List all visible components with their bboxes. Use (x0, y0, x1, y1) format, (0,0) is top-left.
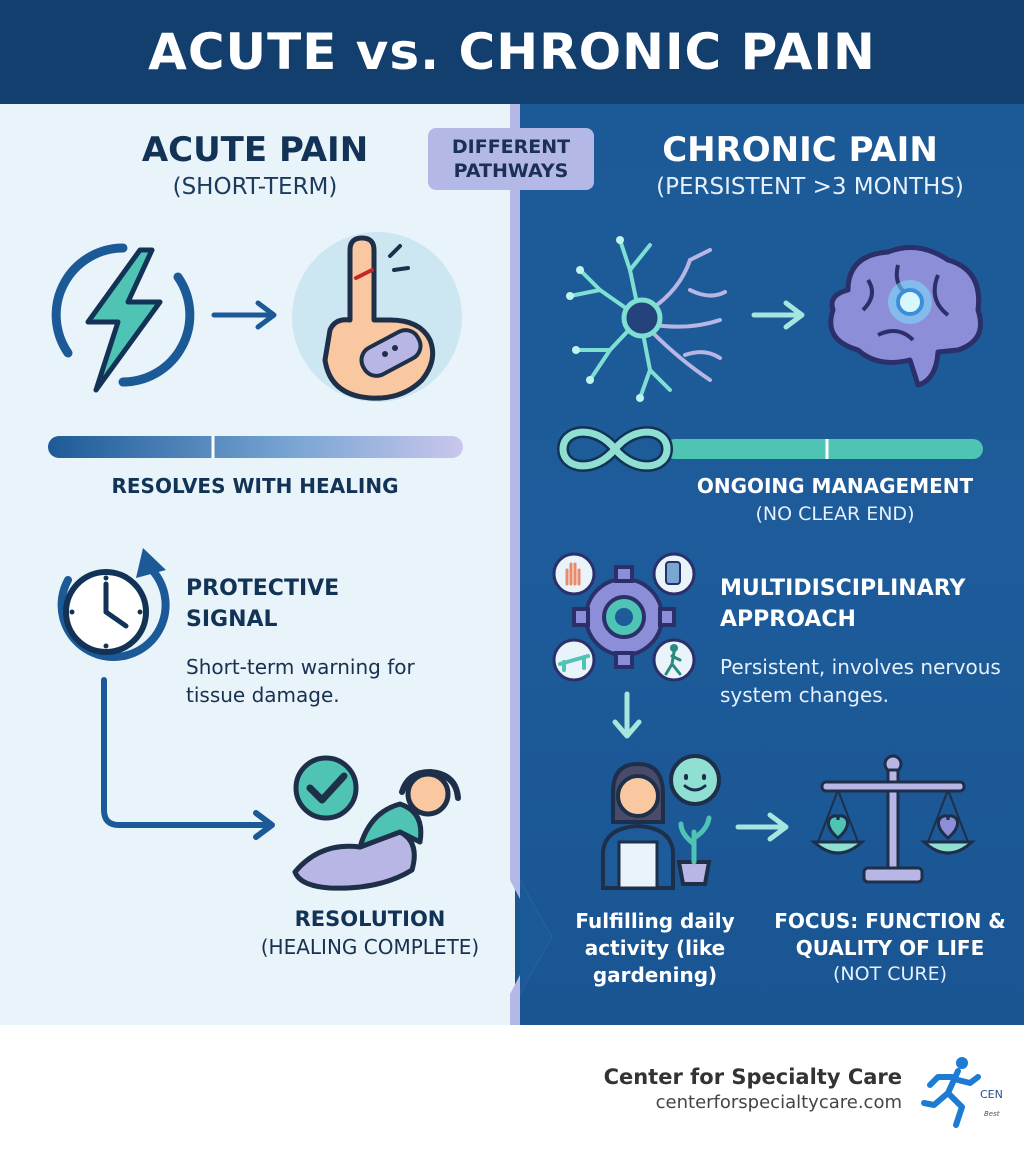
relaxed-person-icon (292, 755, 461, 891)
resolution-sub: (HEALING COMPLETE) (260, 935, 480, 959)
arrow-right-icon (751, 300, 805, 330)
header-banner: ACUTE vs. CHRONIC PAIN (0, 0, 1024, 104)
injured-finger-icon (292, 232, 462, 402)
runner-logo-icon (921, 1057, 981, 1128)
resolution-title: RESOLUTION (294, 907, 446, 931)
clock-cycle-icon (57, 548, 170, 661)
chronic-title: CHRONIC PAIN (662, 130, 938, 170)
chronic-subtitle: (PERSISTENT >3 MONTHS) (656, 174, 964, 200)
gardening-person-icon (601, 754, 721, 890)
gear-multidisciplinary-icon (552, 552, 696, 682)
badge-line-1: DIFFERENT (451, 136, 571, 158)
protective-signal-title: PROTECTIVE SIGNAL (186, 576, 340, 632)
multidisciplinary-title: MULTIDISCIPLINARY APPROACH (720, 576, 966, 632)
focus-title: FOCUS: FUNCTION & QUALITY OF LIFE (774, 909, 1006, 960)
arrow-right-icon (211, 300, 277, 330)
focus-sub: (NOT CURE) (832, 963, 948, 985)
balance-scale-icon (810, 754, 976, 884)
footer-org-name: Center for Specialty Care (603, 1065, 902, 1089)
footer-logo-text: CEN (980, 1088, 1003, 1101)
neuron-icon (566, 236, 727, 402)
multidisciplinary-text: Persistent, involves nervous system chan… (720, 655, 1001, 707)
footer-logo-tagline: Best (984, 1110, 1000, 1118)
acute-subtitle: (SHORT-TERM) (172, 174, 338, 200)
different-pathways-badge: DIFFERENT PATHWAYS (428, 128, 594, 190)
acute-duration-bar (48, 436, 463, 458)
badge-line-2: PATHWAYS (453, 160, 569, 182)
page-title: ACUTE vs. CHRONIC PAIN (148, 23, 876, 81)
brain-icon (828, 245, 983, 388)
chronic-bar-sub: (NO CLEAR END) (755, 503, 915, 525)
arrow-right-icon (735, 812, 789, 842)
acute-title: ACUTE PAIN (141, 130, 369, 170)
protective-signal-text: Short-term warning for tissue damage. (186, 655, 415, 707)
activity-text: Fulfilling daily activity (like gardenin… (575, 909, 735, 987)
lightning-bolt-icon (51, 243, 195, 393)
infinity-icon (556, 426, 983, 472)
footer-url[interactable]: centerforspecialtycare.com (655, 1092, 902, 1113)
arrow-down-icon (612, 691, 642, 739)
chronic-bar-label: ONGOING MANAGEMENT (696, 474, 974, 498)
acute-bar-label: RESOLVES WITH HEALING (111, 474, 399, 498)
connector-arrow (101, 677, 275, 840)
